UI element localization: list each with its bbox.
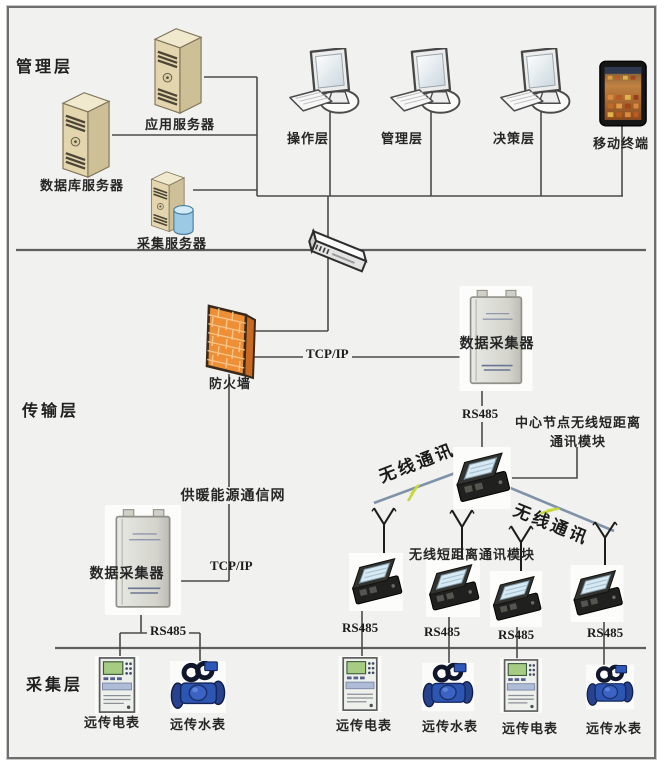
label-remote-emeter-2: 远传电表 <box>335 718 392 733</box>
label-tcpip-top: TCP/IP <box>303 346 352 362</box>
layer-label-transport: 传输层 <box>22 403 80 420</box>
rf-module-icon <box>349 553 403 611</box>
label-rs485-right-collector: RS485 <box>459 406 502 422</box>
label-data-collector-left: 数据采集器 <box>89 565 165 581</box>
center-rf-module-icon <box>452 447 512 509</box>
water-meter-icon <box>170 660 226 714</box>
electric-meter-icon <box>338 656 382 712</box>
label-rs485-rf3: RS485 <box>498 627 535 642</box>
electric-meter-icon <box>500 658 542 713</box>
label-management-ws: 管理层 <box>380 131 423 146</box>
rf-module-icon <box>489 571 543 627</box>
label-rs485-rf2: RS485 <box>424 624 461 639</box>
db-server-icon <box>55 86 119 182</box>
label-decision-ws: 决策层 <box>492 131 535 146</box>
workstation-management-icon <box>387 48 471 128</box>
label-remote-emeter-1: 远传电表 <box>83 715 140 730</box>
label-center-node-module: 中心节点无线短距离 通讯模块 <box>508 414 648 452</box>
label-rs485-rf1: RS485 <box>342 620 379 635</box>
app-server-icon <box>147 22 211 118</box>
label-rs485-left-collector: RS485 <box>147 623 190 639</box>
label-data-collector-right: 数据采集器 <box>459 335 535 351</box>
label-remote-wmeter-3: 远传水表 <box>585 721 642 736</box>
label-remote-emeter-3: 远传电表 <box>501 721 558 736</box>
diagram-frame <box>7 6 656 759</box>
water-meter-icon <box>586 663 634 711</box>
label-heating-network: 供暖能源通信网 <box>170 487 296 504</box>
label-collect-server: 采集服务器 <box>136 236 207 251</box>
tablet-icon <box>598 60 648 128</box>
label-tcpip-left: TCP/IP <box>210 558 253 573</box>
data-collector-left-icon <box>103 505 183 615</box>
label-center-node-line1: 中心节点无线短距离 <box>514 415 641 430</box>
database-cylinder-icon <box>171 204 196 237</box>
workstation-operation-icon <box>286 48 370 128</box>
label-rs485-rf4: RS485 <box>587 625 624 640</box>
label-center-node-line2: 通讯模块 <box>549 433 606 449</box>
label-remote-wmeter-2: 远传水表 <box>421 719 478 734</box>
electric-meter-icon <box>92 656 142 714</box>
switch-icon <box>299 228 377 282</box>
rf-module-icon <box>570 565 624 622</box>
label-mobile-terminal: 移动终端 <box>592 136 649 151</box>
layer-label-management: 管理层 <box>16 59 74 76</box>
layer-label-collection: 采集层 <box>26 677 84 694</box>
label-db-server: 数据库服务器 <box>39 178 124 193</box>
label-remote-wmeter-1: 远传水表 <box>169 717 226 732</box>
label-operation-ws: 操作层 <box>286 131 329 146</box>
water-meter-icon <box>422 662 474 712</box>
label-rf-module: 无线短距离通讯模块 <box>408 547 535 562</box>
label-app-server: 应用服务器 <box>144 117 215 132</box>
workstation-decision-icon <box>497 48 581 128</box>
label-firewall: 防火墙 <box>208 376 251 391</box>
rf-module-icon <box>426 559 480 617</box>
firewall-icon <box>199 294 261 386</box>
